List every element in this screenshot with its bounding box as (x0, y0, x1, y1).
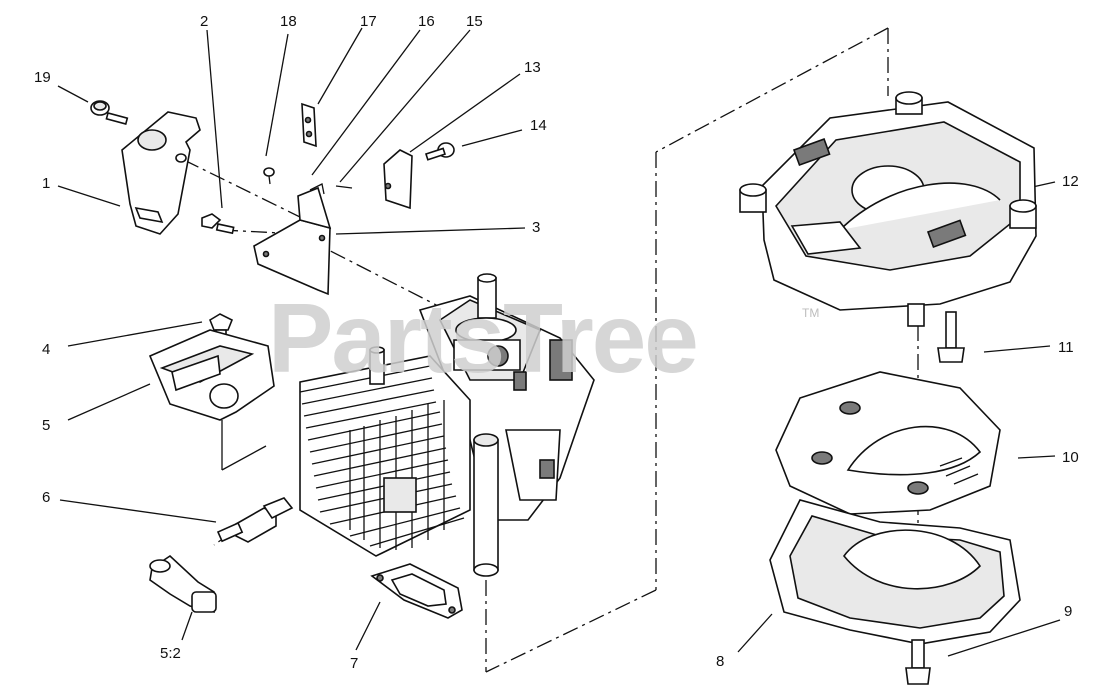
part-15-link (335, 185, 353, 189)
part-10-plate (775, 371, 1001, 515)
part-16-spring (309, 183, 325, 195)
part-8-base-pan (769, 499, 1021, 645)
part-9-screw (905, 639, 931, 685)
callout-4: 4 (42, 341, 51, 358)
part-6-spark-plug (216, 497, 294, 543)
callout-19: 19 (34, 69, 51, 86)
watermark-trademark: TM (802, 306, 820, 320)
part-3-control-plate (253, 186, 332, 296)
callout-8: 8 (716, 653, 725, 670)
part-11-screw (937, 311, 965, 363)
watermark: PartsTree (268, 283, 699, 393)
callout-13: 13 (524, 59, 541, 76)
part-18-screw (263, 167, 275, 185)
part-17-clip (301, 102, 317, 148)
callout-5: 5 (42, 417, 51, 434)
callout-10: 10 (1062, 449, 1079, 466)
part-1-bracket (121, 111, 201, 235)
part-14-screw (424, 142, 455, 161)
callout-5-2: 5:2 (160, 645, 181, 662)
engine-block (299, 273, 595, 577)
callout-11: 11 (1058, 339, 1074, 356)
leader-lines (57, 27, 1061, 657)
part-12-blower-housing (739, 91, 1037, 327)
callout-15: 15 (466, 13, 483, 30)
callout-1: 1 (42, 175, 51, 192)
callout-18: 18 (280, 13, 297, 30)
callout-16: 16 (418, 13, 435, 30)
callout-2: 2 (200, 13, 209, 30)
part-13-plate (383, 149, 413, 210)
part-5-heat-shield (148, 329, 275, 421)
callout-9: 9 (1064, 603, 1073, 620)
callout-14: 14 (530, 117, 547, 134)
callout-7: 7 (350, 655, 359, 672)
callout-17: 17 (360, 13, 377, 30)
callout-3: 3 (532, 219, 541, 236)
callout-12: 12 (1062, 173, 1079, 190)
part-7-gasket (370, 563, 463, 619)
part-52-plug-boot (149, 554, 217, 614)
part-2-screw (201, 213, 235, 235)
callout-6: 6 (42, 489, 51, 506)
part-19-screw (90, 100, 129, 125)
